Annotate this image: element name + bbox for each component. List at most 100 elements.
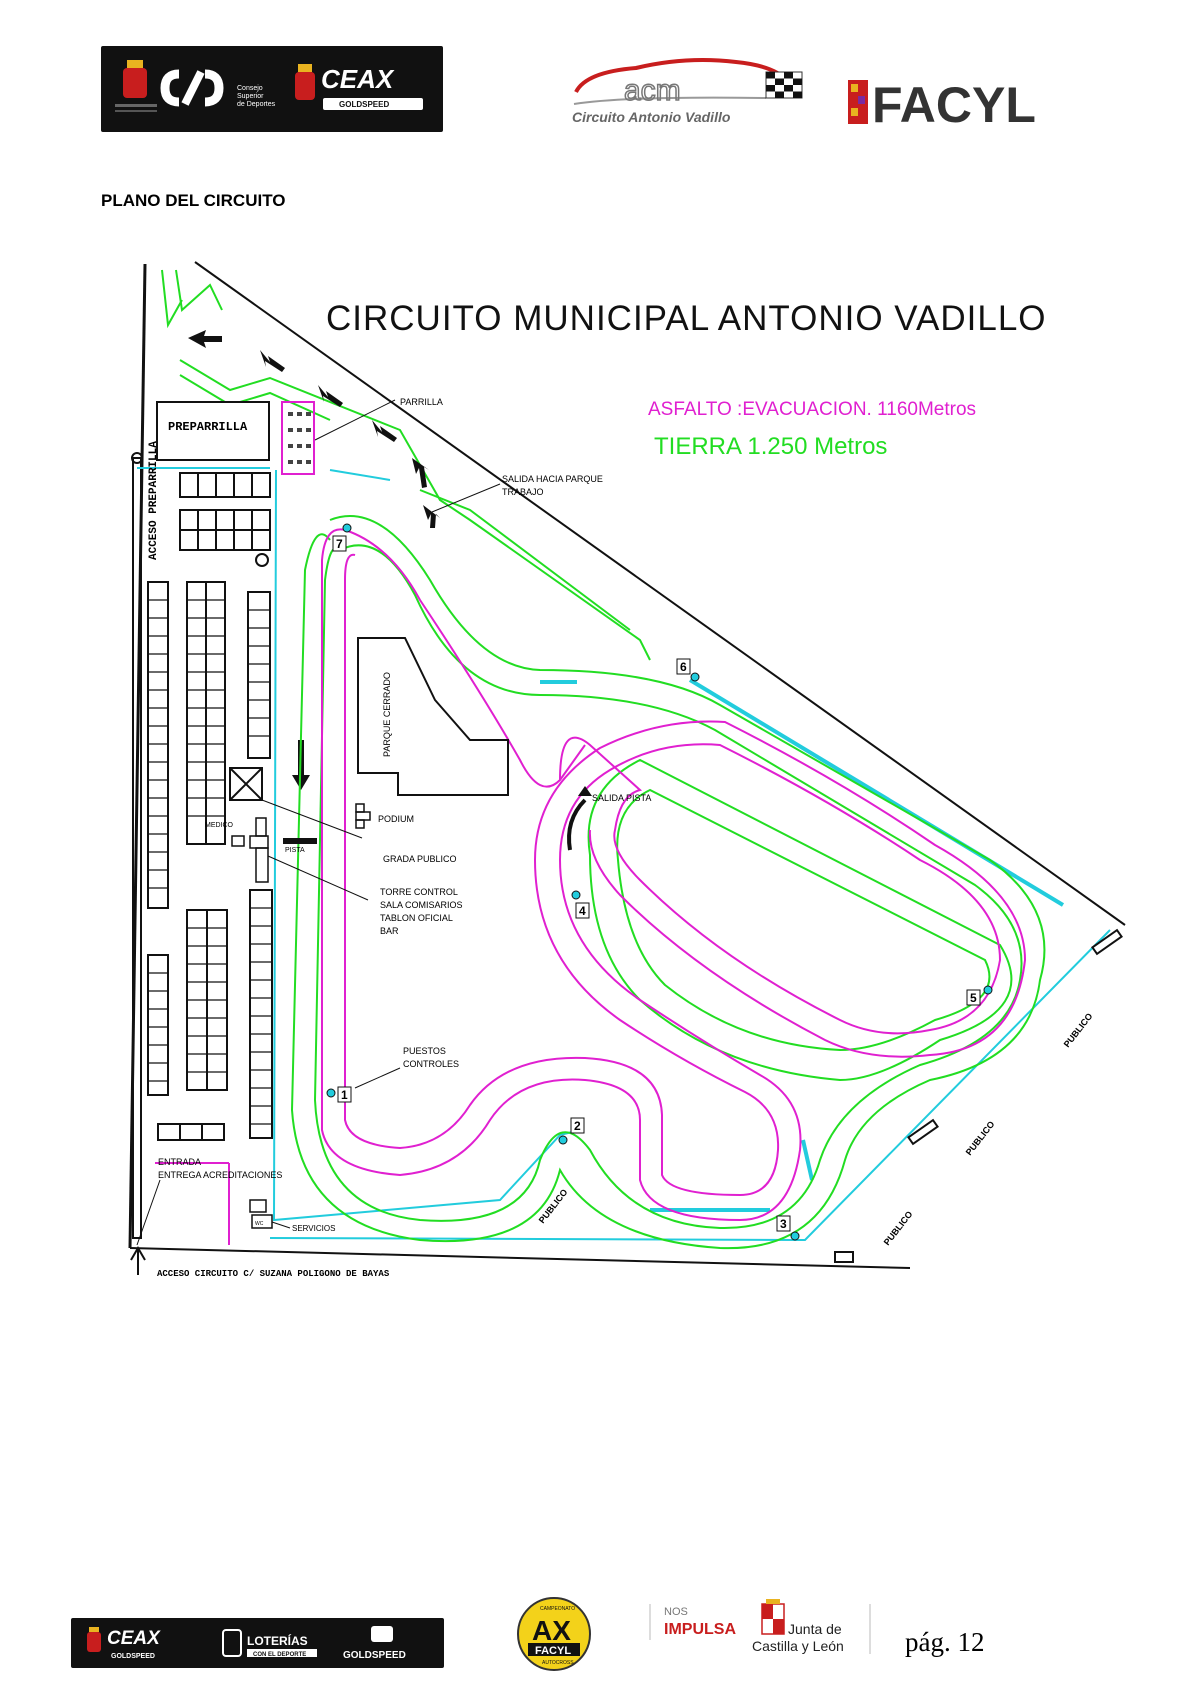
parrilla-label: PARRILLA	[400, 397, 443, 407]
entrada-zone	[136, 1162, 230, 1246]
salida-pista-label: SALIDA PISTA	[592, 793, 651, 803]
svg-text:5: 5	[970, 991, 977, 1005]
csd-caption-2: Superior	[237, 93, 264, 100]
map-title: CIRCUITO MUNICIPAL ANTONIO VADILLO	[326, 299, 1047, 338]
parque-cerrado-building	[357, 637, 509, 796]
footer-goldspeed-small: GOLDSPEED	[111, 1653, 155, 1660]
header-sponsor-logos-art: Consejo Superior de Deportes CEAX GOLDSP…	[115, 60, 423, 112]
entrada-label-1: ENTRADA	[158, 1157, 201, 1167]
podium-label: PODIUM	[378, 814, 414, 824]
salida-pista-arrow-icon	[567, 798, 587, 851]
facyl-logo: FACYL	[846, 74, 1096, 133]
parking-column-1	[147, 581, 169, 1096]
facyl-logo-art: FACYL	[848, 77, 1036, 133]
servicios-label: SERVICIOS	[292, 1224, 335, 1233]
svg-text:4: 4	[579, 904, 586, 918]
footer-sponsor-logos-art: CEAX GOLDSPEED LOTERÍAS CON EL DEPORTE G…	[87, 1626, 406, 1661]
header-sponsor-logos: Consejo Superior de Deportes CEAX GOLDSP…	[101, 46, 443, 132]
podium-icon	[355, 803, 371, 829]
control-tower-icon	[231, 817, 369, 901]
grada-publico-icon	[229, 767, 363, 839]
impulsa-text: IMPULSA	[664, 1621, 736, 1638]
control-post-1: 1	[326, 1086, 352, 1103]
parking-column-2	[186, 581, 228, 1091]
dirt-legend: TIERRA 1.250 Metros	[654, 433, 887, 460]
control-post-2: 2	[558, 1117, 585, 1145]
parque-cerrado-label: PARQUE CERRADO	[382, 672, 392, 757]
publico-label-2: PUBLICO	[964, 1119, 997, 1157]
control-post-7: 7	[332, 523, 352, 552]
parking-row-top	[179, 472, 271, 551]
loterias-sub-text: CON EL DEPORTE	[253, 1652, 306, 1658]
junta-shield-icon	[761, 1599, 785, 1635]
ax-bottom-text: AUTOCROSS	[542, 1660, 574, 1666]
publico-label-1: PUBLICO	[1062, 1011, 1095, 1049]
salida-parque-pointer	[431, 483, 501, 513]
ceax-crest-icon	[87, 1627, 101, 1652]
goldspeed-logo-text: GOLDSPEED	[339, 100, 389, 109]
section-title: PLANO DEL CIRCUITO	[101, 191, 286, 210]
svg-text:3: 3	[780, 1217, 787, 1231]
junta-text-2: Castilla y León	[752, 1638, 844, 1654]
asphalt-track	[321, 528, 1027, 1222]
salida-parque-label-2: TRABAJO	[502, 487, 544, 497]
svg-text:1: 1	[341, 1088, 348, 1102]
acm-logo-text: acm	[624, 74, 681, 107]
loterias-hand-icon	[222, 1629, 242, 1657]
footer-ceax-text: CEAX	[107, 1628, 161, 1649]
ax-top-text: CAMPEONATO	[540, 1606, 575, 1612]
ax-logo-text: AX	[532, 1615, 571, 1646]
access-lane	[131, 452, 143, 1239]
salida-pista-arrowhead-icon	[578, 786, 592, 796]
facyl-logo-text: FACYL	[872, 77, 1036, 130]
ceax-crest-icon	[295, 64, 315, 100]
control-posts: 1 2 3 4 5 6 7	[326, 523, 993, 1241]
servicios-icon	[249, 1199, 291, 1229]
access-marker-icon	[255, 553, 269, 567]
castilla-leon-shield-icon	[848, 80, 868, 124]
parrilla-grid	[281, 399, 396, 475]
csd-caption-3: de Deportes	[237, 101, 276, 108]
pista-sign	[283, 838, 317, 844]
pista-label: PISTA	[285, 847, 305, 854]
preparrilla-zone	[137, 401, 270, 469]
ax-sub-text: FACYL	[535, 1645, 571, 1657]
checkered-flag-icon	[765, 71, 803, 99]
publico-label-3: PUBLICO	[882, 1209, 915, 1247]
acm-logo: acm Circuito Antonio Vadillo	[566, 52, 816, 128]
ax-facyl-logo: CAMPEONATO AX FACYL AUTOCROSS	[516, 1596, 592, 1672]
nos-text: NOS	[664, 1606, 688, 1618]
ceax-logo-text: CEAX	[321, 64, 395, 94]
footer-sponsor-logos: CEAX GOLDSPEED LOTERÍAS CON EL DEPORTE G…	[71, 1618, 444, 1668]
acm-caption: Circuito Antonio Vadillo	[572, 109, 731, 125]
junta-castilla-leon-logo: NOS IMPULSA Junta de Castilla y León	[648, 1598, 878, 1670]
publico-labels: PUBLICO PUBLICO PUBLICO PUBLICO	[537, 1011, 1095, 1247]
torre-control-label-2: SALA COMISARIOS	[380, 900, 463, 910]
control-post-5: 5	[966, 985, 993, 1006]
acceso-preparrilla-label: ACCESO PREPARRILLA	[148, 441, 160, 560]
entrada-label-2: ENTREGA ACREDITACIONES	[158, 1170, 282, 1180]
junta-text-1: Junta de	[788, 1621, 842, 1637]
loterias-text: LOTERÍAS	[247, 1633, 308, 1648]
footer-goldspeed-text: GOLDSPEED	[343, 1650, 406, 1661]
control-post-4: 4	[571, 890, 590, 919]
control-post-3: 3	[776, 1215, 800, 1241]
torre-control-label-3: TABLON OFICIAL	[380, 913, 453, 923]
svg-text:7: 7	[336, 537, 343, 551]
paddock-parking	[147, 472, 273, 1141]
rfeda-crest-icon	[115, 60, 157, 112]
medico-label: MEDICO	[205, 822, 234, 829]
puestos-pointer	[354, 1067, 401, 1089]
public-gates	[834, 928, 1123, 1263]
acceso-circuito-label: ACCESO CIRCUITO C/ SUZANA POLIGONO DE BA…	[157, 1269, 390, 1279]
parking-column-3	[247, 591, 273, 1139]
ax-facyl-logo-art: CAMPEONATO AX FACYL AUTOCROSS	[517, 1597, 591, 1671]
control-post-6: 6	[676, 658, 700, 682]
acm-logo-art: acm Circuito Antonio Vadillo	[572, 58, 803, 125]
parking-stripes	[148, 599, 272, 1125]
asphalt-legend: ASFALTO :EVACUACION. 1160Metros	[648, 399, 976, 420]
puestos-label-2: CONTROLES	[403, 1059, 459, 1069]
salida-parque-label-1: SALIDA HACIA PARQUE	[502, 474, 603, 484]
svg-text:2: 2	[574, 1119, 581, 1133]
